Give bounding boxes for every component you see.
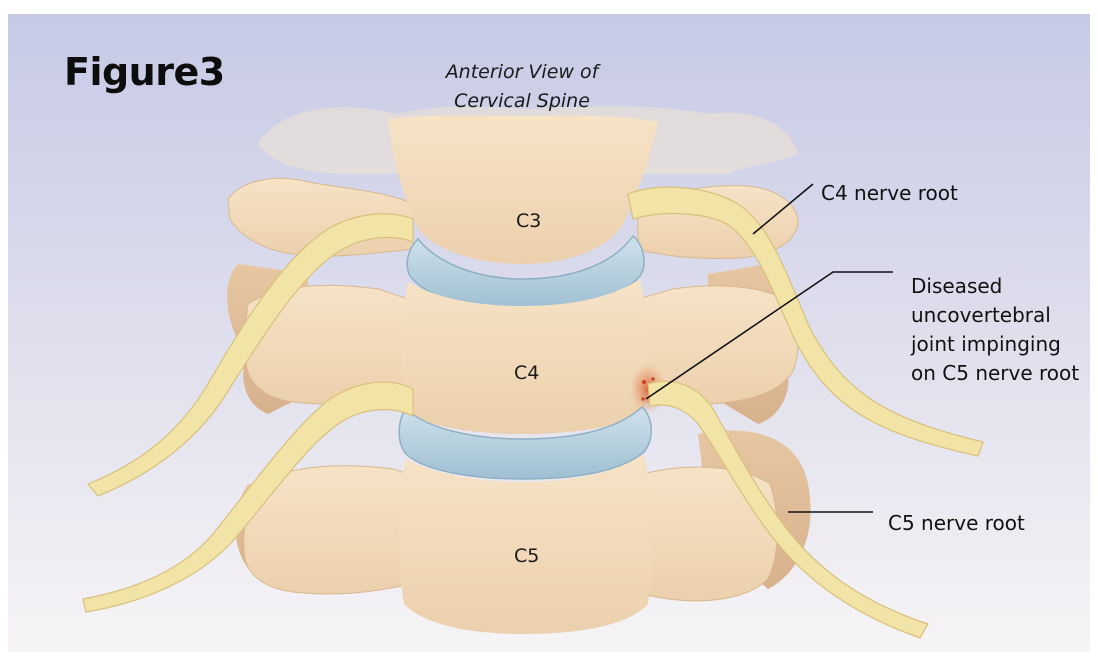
callout-diseased-line-1: Diseased [911, 272, 1079, 301]
callout-c4-nerve-root: C4 nerve root [821, 181, 958, 205]
callout-diseased-joint: Diseased uncovertebral joint impinging o… [911, 272, 1079, 388]
figure-title: Figure3 [64, 50, 225, 94]
inflammation-dot-3 [641, 397, 644, 400]
view-title-line-2: Cervical Spine [416, 87, 628, 116]
illustration-frame: Figure3 Anterior View of Cervical Spine … [8, 14, 1090, 652]
callout-diseased-line-2: uncovertebral [911, 301, 1079, 330]
vertebra-label-c3: C3 [516, 210, 541, 232]
vertebra-label-c5: C5 [514, 545, 539, 567]
view-title: Anterior View of Cervical Spine [416, 58, 628, 116]
inflammation-dot-4 [651, 377, 654, 380]
callout-c5-nerve-root: C5 nerve root [888, 511, 1025, 535]
callout-diseased-line-4: on C5 nerve root [911, 359, 1079, 388]
callout-diseased-line-3: joint impinging [911, 330, 1079, 359]
inflammation-dot-1 [642, 380, 646, 384]
view-title-line-1: Anterior View of [416, 58, 628, 87]
vertebra-label-c4: C4 [514, 362, 539, 384]
